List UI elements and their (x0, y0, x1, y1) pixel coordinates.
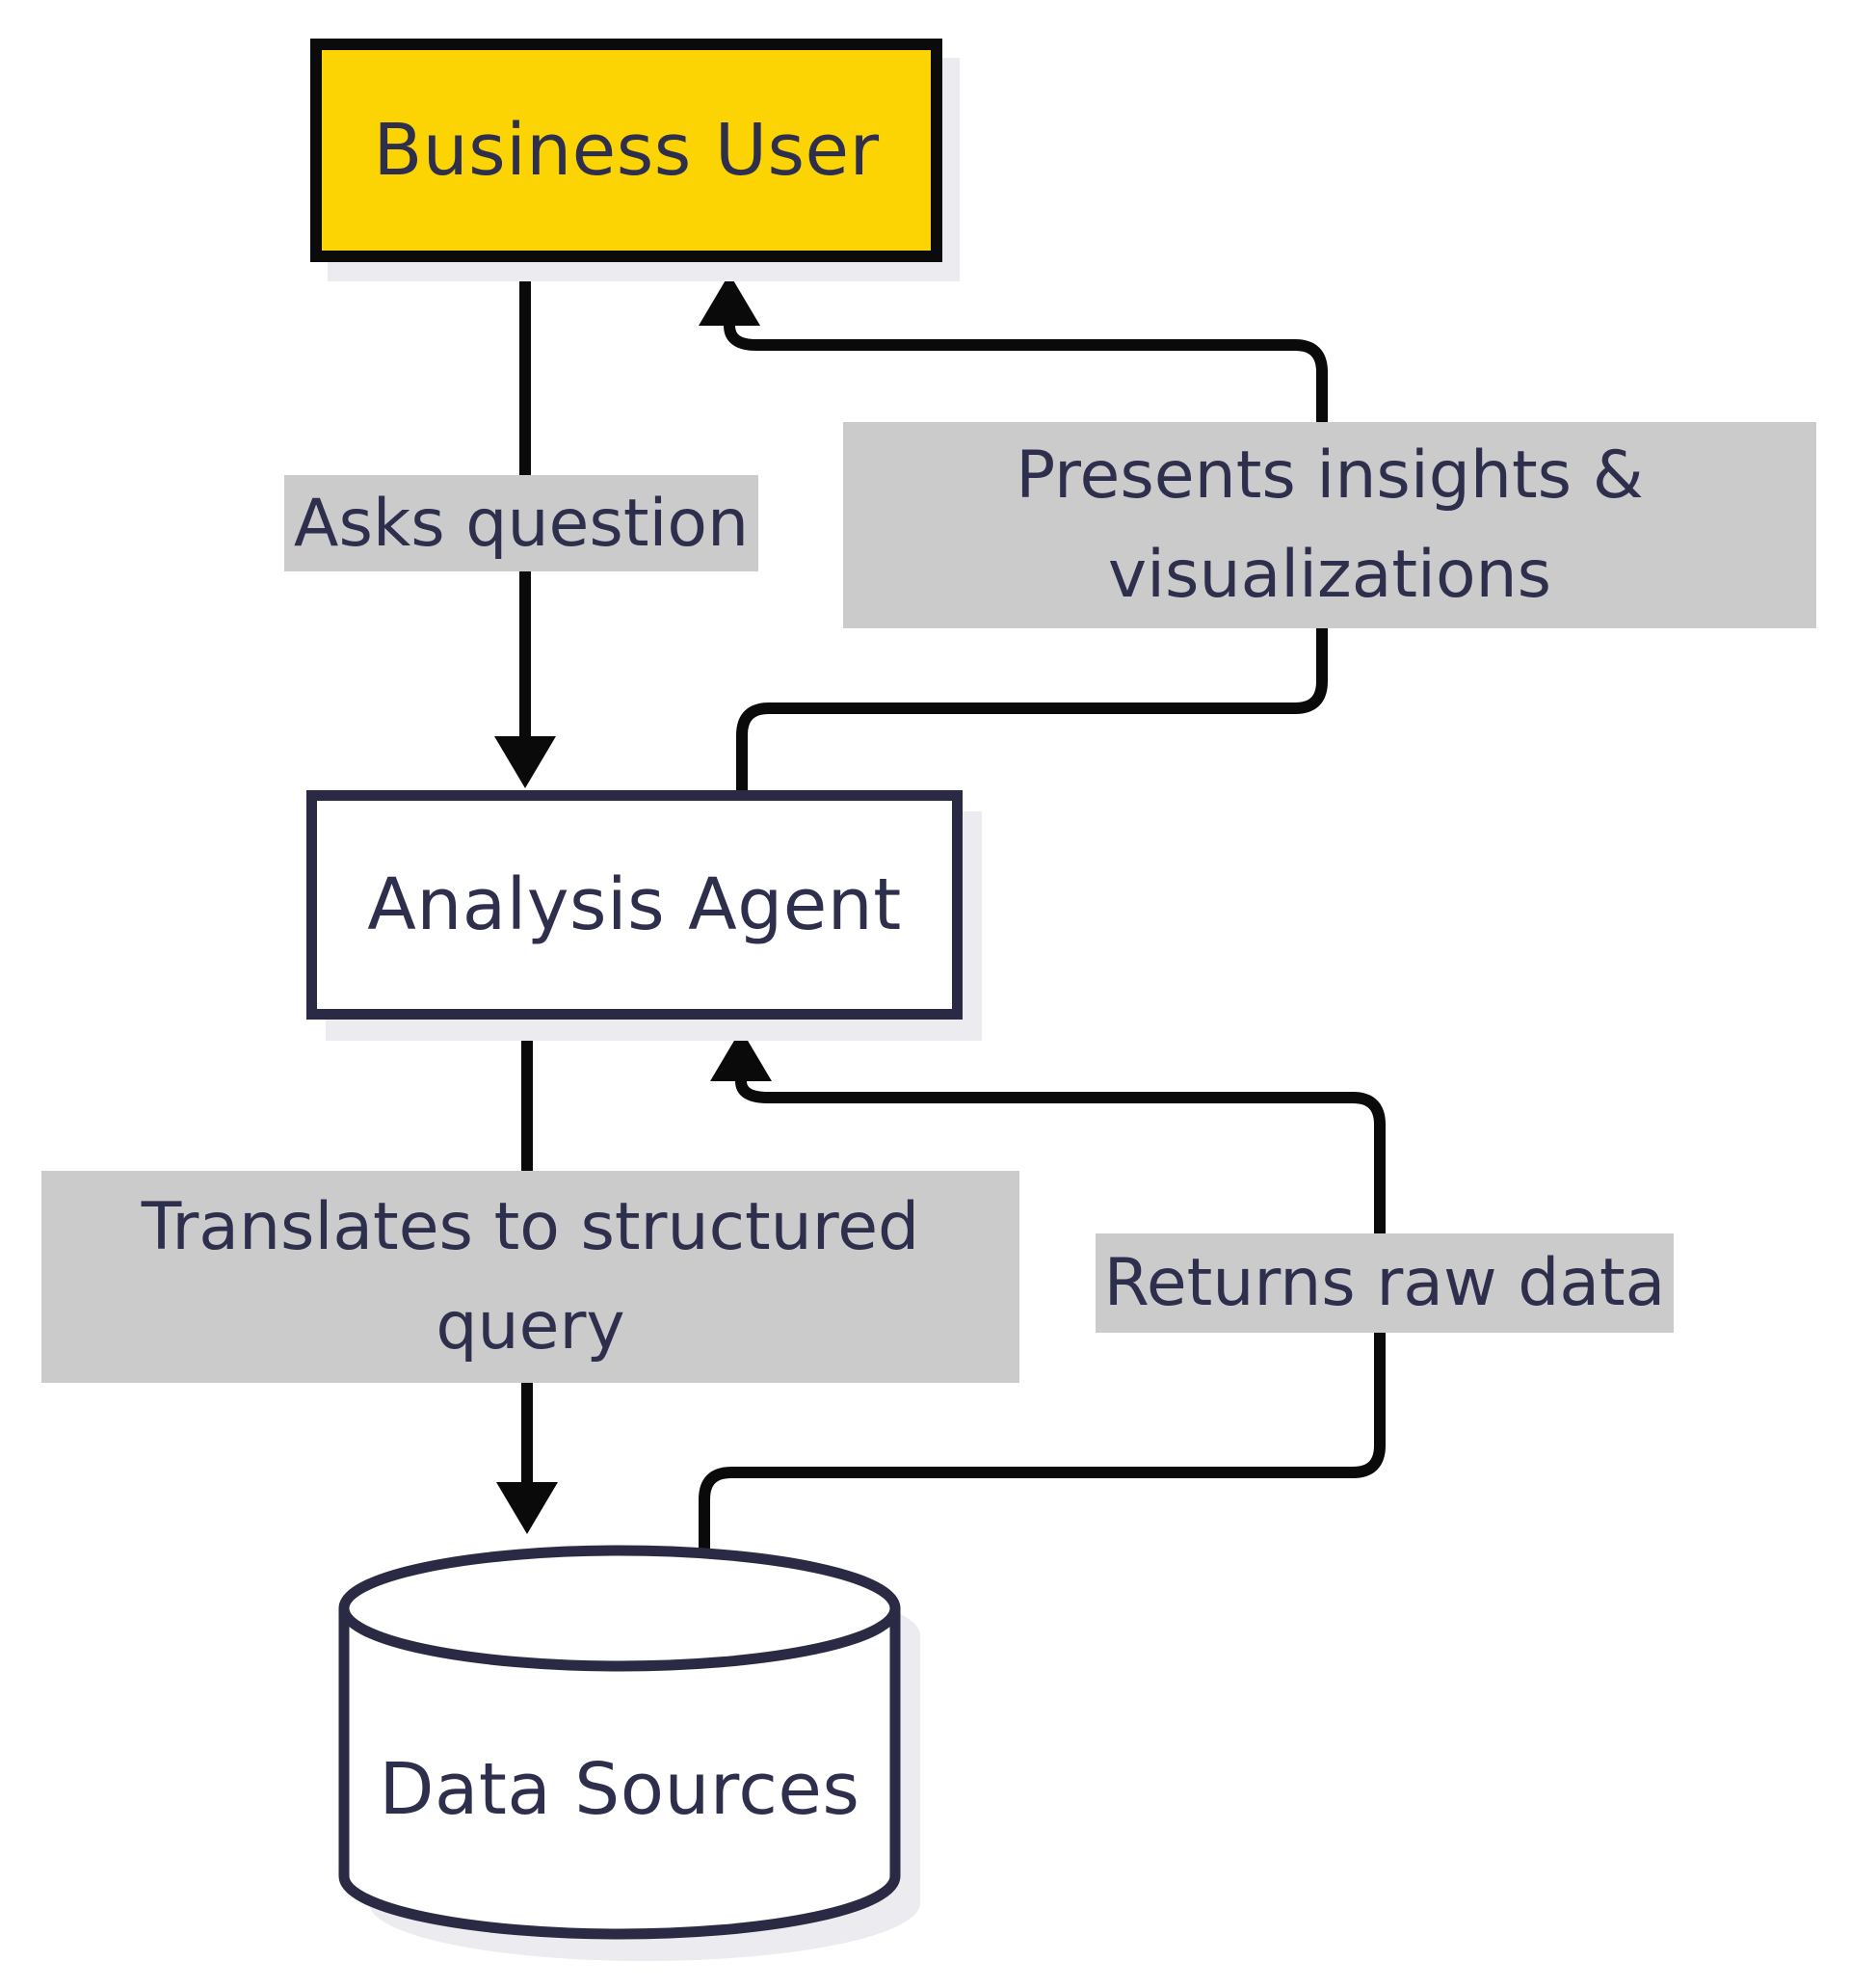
edge-returns-raw-data-arrowhead-icon (710, 1029, 772, 1081)
edge-asks-question-arrowhead-icon (494, 736, 556, 788)
node-business-user: Business User (310, 39, 942, 262)
node-analysis-agent-label: Analysis Agent (367, 863, 902, 946)
database-cylinder-icon (338, 1545, 920, 1961)
cylinder-body (338, 1608, 901, 1940)
edge-label-presents-insights: Presents insights & visualizations (843, 422, 1816, 628)
edge-label-returns-raw-data: Returns raw data (1096, 1233, 1674, 1333)
edge-translates-query-arrowhead-icon (496, 1482, 558, 1534)
edge-presents-insights-arrowhead-icon (699, 274, 760, 326)
cylinder-top (338, 1545, 901, 1672)
node-data-sources: Data Sources (328, 1532, 954, 1985)
node-analysis-agent: Analysis Agent (306, 790, 963, 1020)
edge-presents-insights-line (724, 325, 1328, 796)
edge-returns-raw-data-line (699, 1080, 1386, 1555)
node-business-user-label: Business User (373, 109, 880, 192)
edge-label-asks-question: Asks question (284, 475, 758, 571)
node-data-sources-label: Data Sources (379, 1748, 860, 1831)
edge-label-translates-query: Translates to structured query (41, 1171, 1019, 1383)
